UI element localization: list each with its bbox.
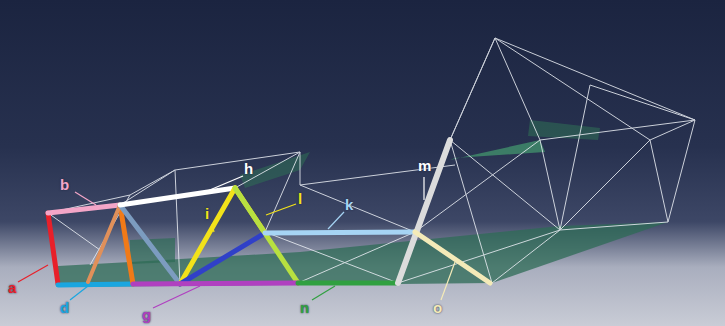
leader-lines xyxy=(18,176,455,308)
member-label: a xyxy=(8,280,16,295)
member-label: k xyxy=(345,197,353,212)
member-label: l xyxy=(298,191,302,206)
member-label: o xyxy=(433,300,442,315)
member-label: h xyxy=(244,161,253,176)
member-label: i xyxy=(205,206,209,221)
member-label: b xyxy=(60,177,69,192)
member-label: d xyxy=(60,300,69,315)
bracket-plate xyxy=(450,140,545,160)
side-panel xyxy=(240,152,310,188)
floor-panel xyxy=(58,222,668,287)
frame-members xyxy=(48,140,490,285)
member-label: g xyxy=(142,307,151,322)
member-label: n xyxy=(300,300,309,315)
wireframe xyxy=(48,38,695,285)
member-label: m xyxy=(418,158,431,173)
